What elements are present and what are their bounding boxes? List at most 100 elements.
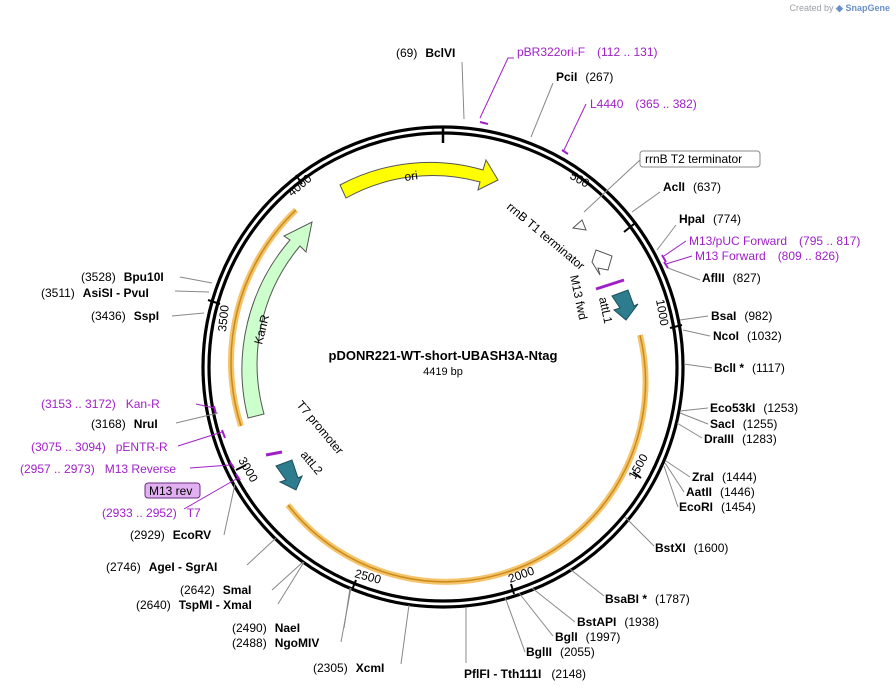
leader-bgli <box>518 592 554 637</box>
site-bclvi: (69)BclVI <box>396 46 455 60</box>
attl2-label: attL2 <box>298 448 326 478</box>
attl2-feature <box>275 459 303 491</box>
primer-m13-forward: M13 Forward(809 .. 826) <box>695 249 839 263</box>
snapgene-product: SnapGene <box>845 3 890 13</box>
orange-arc-right <box>285 334 649 585</box>
orange-arc-right-edge <box>287 334 647 583</box>
leader-pbr322ori-f <box>479 57 514 119</box>
primer-mark-pentr <box>221 429 226 439</box>
kanr-feature <box>241 221 313 419</box>
primer-mark-m13fwd <box>663 261 669 269</box>
primer-leader-lines <box>177 57 693 510</box>
leader-asisi <box>174 290 210 293</box>
leader-bpu10i <box>179 276 213 284</box>
leader-aatii <box>664 462 685 493</box>
site-hpai: HpaI(774) <box>679 212 741 226</box>
site-ncoi: NcoI(1032) <box>713 329 782 343</box>
m13fwd-label: M13 fwd <box>567 274 590 321</box>
tick-mark-2000 <box>510 583 515 595</box>
tick-label-2500: 2500 <box>353 566 383 587</box>
leader-aflii <box>667 267 701 281</box>
site-bgli: BglI(1997) <box>555 630 620 644</box>
primer-t7: (2933 .. 2952)T7 <box>102 506 201 520</box>
ori-feature <box>339 158 499 199</box>
site-bcli: BclI *(1117) <box>714 361 785 375</box>
leader-ngomiv <box>340 587 352 643</box>
leader-bclvi <box>461 61 465 120</box>
site-sspi: (3436)SspI <box>91 309 159 323</box>
attl1-label: attL1 <box>596 296 615 325</box>
scale-ticks <box>207 174 683 595</box>
primer-mark-kanr <box>213 405 217 415</box>
primer-kan-r: (3153 .. 3172)Kan-R <box>41 397 160 411</box>
site-ngomiv: (2488)NgoMIV <box>232 636 319 650</box>
site-naei: (2490)NaeI <box>232 621 300 635</box>
leader-pcii <box>530 82 554 138</box>
leader-l4440 <box>563 103 587 151</box>
site-pcii: PciI(267) <box>556 70 613 84</box>
site-ecori: EcoRI(1454) <box>679 500 756 514</box>
leader-bstxi <box>624 516 655 547</box>
leader-kan-r <box>195 403 215 409</box>
site-saci: SacI(1255) <box>710 417 777 431</box>
leader-agei <box>246 537 277 566</box>
leader-nrui <box>175 412 219 424</box>
leader-sspi <box>171 312 205 317</box>
site-bstapi: BstAPI(1938) <box>577 615 659 629</box>
leader-bcli <box>683 363 713 369</box>
site-bstxi: BstXI(1600) <box>655 541 728 555</box>
site-bglii: BglII(2055) <box>526 645 595 659</box>
site-aatii: AatII(1446) <box>686 485 755 499</box>
leader-m13puc <box>663 240 687 257</box>
tick-mark-4000 <box>295 174 303 185</box>
tick-mark-1500 <box>632 471 642 479</box>
leader-eco53ki <box>679 407 709 412</box>
site-bpu10i: (3528)Bpu10I <box>81 270 164 284</box>
leader-ecori <box>663 465 679 508</box>
primer-m13-reverse: (2957 .. 2973)M13 Reverse <box>20 462 176 476</box>
leader-t7 <box>183 477 239 510</box>
snapgene-brand: Created by ◆ SnapGene <box>790 3 891 14</box>
primer-m13puc-forward: M13/pUC Forward(795 .. 817) <box>689 234 860 248</box>
site-bsai: BsaI(982) <box>711 309 772 323</box>
site-bsabi: BsaBI *(1787) <box>605 592 690 606</box>
ori-label: ori <box>403 168 418 184</box>
leader-ncoi <box>682 329 711 337</box>
leader-hpai <box>656 224 677 251</box>
t7-primer-bar <box>265 450 283 457</box>
attl1-feature <box>611 289 639 321</box>
site-asisi-pvui: (3511)AsiSI - PvuI <box>41 286 149 300</box>
leader-pentr-r <box>177 431 223 447</box>
primer-pbr322ori-f: pBR322ori-F(112 .. 131) <box>517 45 658 59</box>
primer-labels: pBR322ori-F(112 .. 131) L4440(365 .. 382… <box>20 45 860 520</box>
leader-draiii <box>676 422 703 439</box>
site-draiii: DraIII(1283) <box>704 432 777 446</box>
rrnb-t1-label: rrnB T1 terminator <box>504 200 587 273</box>
leader-m13reverse <box>189 464 231 469</box>
primer-mark-m13puc <box>661 254 667 263</box>
primer-mark-l4440 <box>561 149 569 155</box>
leader-rrnb-t2 <box>583 159 641 213</box>
tick-mark-1000 <box>669 324 683 329</box>
m13fwd-primer-bar <box>595 278 625 291</box>
leader-bstapi <box>531 587 576 623</box>
orange-arc-left-edge <box>230 209 297 427</box>
primer-mark-pbr322 <box>479 121 489 125</box>
primer-pentr-r: (3075 .. 3094)pENTR-R <box>31 440 168 454</box>
leader-acli <box>631 191 661 213</box>
leader-zrai <box>665 460 691 478</box>
site-labels: (69)BclVI PciI(267) AclI(637) HpaI(774) … <box>41 46 798 681</box>
tick-mark-3000 <box>235 464 247 471</box>
site-aflii: AflII(827) <box>702 271 761 285</box>
rrnb-t2-label: rrnB T2 terminator <box>645 152 742 166</box>
site-nrui: (3168)NruI <box>91 417 158 431</box>
leader-saci <box>679 412 709 425</box>
primer-mark-t7 <box>235 473 241 481</box>
plasmid-length: 4419 bp <box>423 366 463 378</box>
tick-mark-2500 <box>351 579 357 591</box>
plasmid-name: pDONR221-WT-short-UBASH3A-Ntag <box>329 348 558 363</box>
site-agei-sgrai: (2746)AgeI - SgrAI <box>106 560 217 574</box>
tick-label-3500: 3500 <box>215 304 232 332</box>
leader-bsabi <box>569 568 605 597</box>
